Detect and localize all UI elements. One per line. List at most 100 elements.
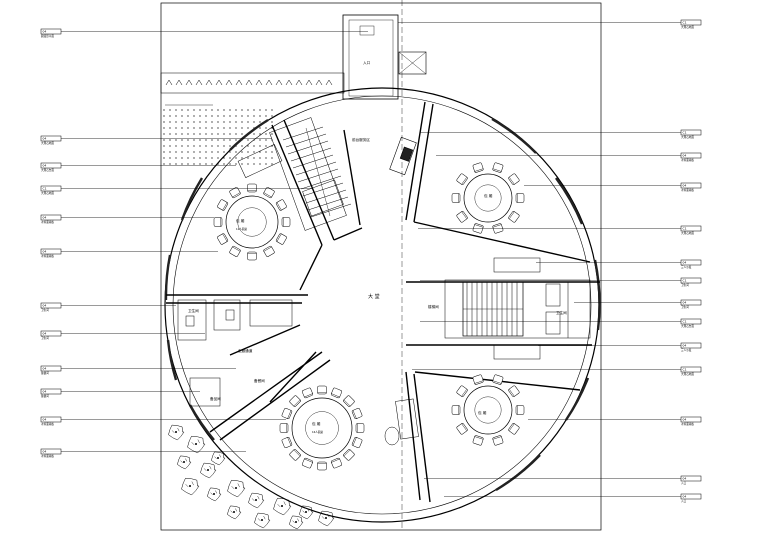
chair <box>331 387 342 399</box>
callout-tag: 04 <box>43 331 47 335</box>
landscape-trees <box>168 424 335 530</box>
site-boundary <box>160 2 602 531</box>
chair <box>492 162 504 173</box>
private-room-name: 包 厢 <box>312 421 321 426</box>
chair <box>289 395 301 407</box>
tree <box>227 479 246 498</box>
callout-tag: 04 <box>683 494 687 498</box>
tree <box>200 462 217 479</box>
prep-label: 备餐间 <box>254 378 265 383</box>
chair <box>472 162 484 173</box>
chair <box>213 217 223 227</box>
callout-note: 三人沙发 <box>681 348 692 352</box>
callout-tag: 04 <box>683 300 687 304</box>
callout-note: 木饰面墙板 <box>41 422 54 426</box>
callout-note: 大理石地面 <box>41 191 54 195</box>
chair <box>281 437 293 448</box>
callout-tag: 04 <box>43 303 47 307</box>
callout-tag: 04 <box>43 389 47 393</box>
callout-tag: 04 <box>43 29 47 33</box>
callout-tag: C1 <box>683 130 687 134</box>
chair <box>281 408 293 419</box>
chair <box>217 233 229 245</box>
chair <box>343 395 355 407</box>
material-callouts: 04圆弧形平面04大理石地面04大理石台面C1大理石地面04木饰面墙板04木饰面… <box>40 19 702 503</box>
callout-tag: 04 <box>43 163 47 167</box>
callout-note: 大理石台面 <box>41 168 54 172</box>
plan-linework <box>160 0 602 531</box>
chair <box>247 183 257 193</box>
chair <box>508 211 520 223</box>
callout-note: 大理石地面 <box>681 231 694 235</box>
chair <box>456 211 468 223</box>
chair <box>275 199 287 211</box>
chair <box>492 374 504 385</box>
dotted-paving <box>163 108 273 168</box>
tree <box>168 424 185 441</box>
chair <box>515 193 525 203</box>
west-service-rooms <box>177 299 293 407</box>
callout-note: 入口 <box>681 481 687 485</box>
callout-note: 卫生间 <box>41 336 49 340</box>
private-room-seats: 16人圆桌 <box>312 430 323 434</box>
room-labels: 大 堂 入口 楼梯间 前台服务区 备餐间 备品间 卫生间 卫生间 走廊通道 包 … <box>188 60 567 434</box>
entrance-label: 入口 <box>363 60 371 65</box>
toilet-label: 卫生间 <box>188 308 199 313</box>
tree <box>207 487 222 502</box>
callout-tag: 04 <box>683 153 687 157</box>
sofas <box>237 144 419 446</box>
callout-tag: 04 <box>683 476 687 480</box>
callout-note: 大理石地面 <box>681 372 694 376</box>
callout-tag: 04 <box>43 449 47 453</box>
callout-tag: 04 <box>43 366 47 370</box>
entrance-block <box>342 14 399 100</box>
chair <box>229 245 241 257</box>
chair <box>317 385 327 395</box>
chair <box>275 233 287 245</box>
callout-note: 木饰面墙板 <box>41 254 54 258</box>
chair <box>508 385 520 397</box>
tree <box>273 497 292 516</box>
stair-hall-label: 楼梯间 <box>428 304 439 309</box>
callout-tag: 04 <box>43 417 47 421</box>
chair <box>279 423 289 433</box>
tree <box>177 455 192 470</box>
callout-note: 三人沙发 <box>681 265 692 269</box>
chair <box>263 187 275 199</box>
callout-note: 备餐间 <box>41 394 49 398</box>
window-bands <box>164 117 601 492</box>
chair <box>456 173 468 185</box>
chair <box>472 374 484 385</box>
callout-note: 卫生间 <box>41 308 49 312</box>
callout-note: 大理石地面 <box>681 25 694 29</box>
banquet-tables <box>213 162 525 471</box>
round-table <box>279 385 365 471</box>
callout-note: 木饰面墙板 <box>681 158 694 162</box>
callout-note: 大理石地面 <box>41 141 54 145</box>
callout-tag: 04 <box>683 417 687 421</box>
tree <box>318 510 335 527</box>
callout-tag: C1 <box>43 186 47 190</box>
storage-label: 备品间 <box>210 396 221 401</box>
callout-tag: 04 <box>683 183 687 187</box>
callout-tag: 04 <box>683 343 687 347</box>
tree <box>181 477 200 496</box>
planted-strip <box>160 72 345 94</box>
chair <box>217 199 229 211</box>
chair <box>302 457 313 469</box>
private-room-name: 包 厢 <box>484 193 493 198</box>
